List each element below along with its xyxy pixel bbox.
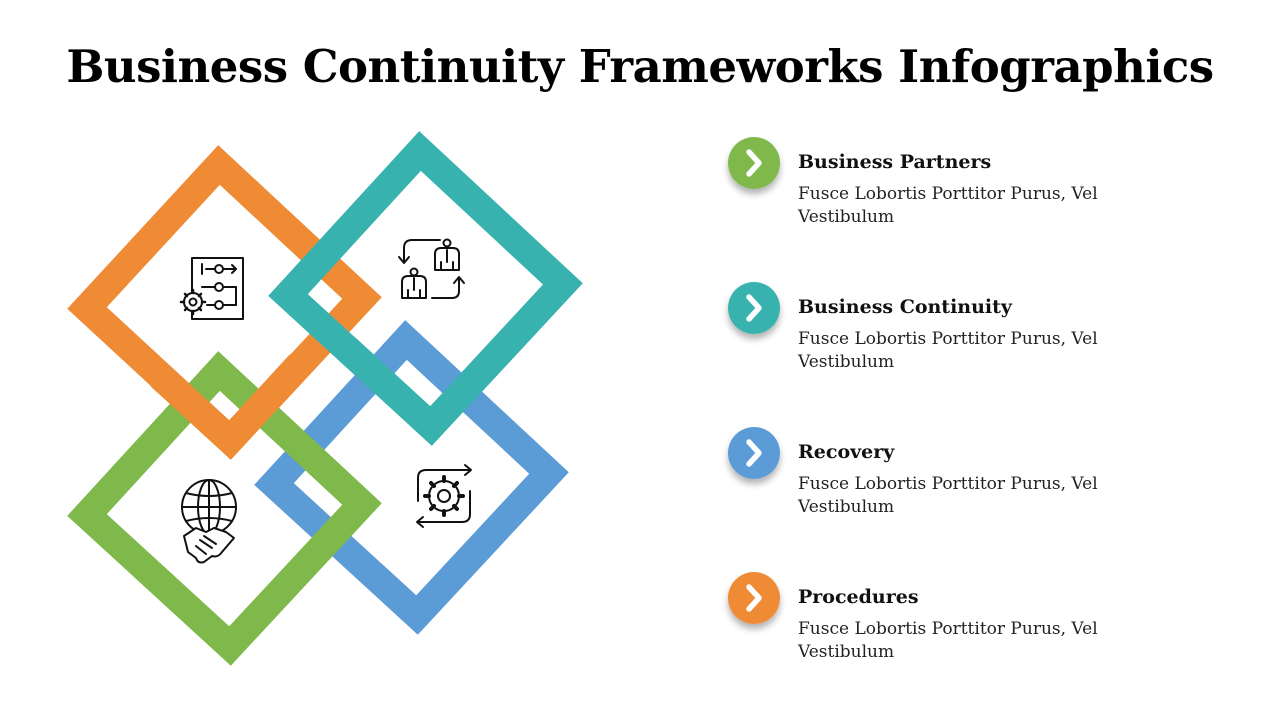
item-description: Fusce Lobortis Porttitor Purus, Vel Vest…: [798, 619, 1098, 662]
item-description: Fusce Lobortis Porttitor Purus, Vel Vest…: [798, 184, 1098, 227]
item-title: Procedures: [798, 586, 919, 608]
item-description: Fusce Lobortis Porttitor Purus, Vel Vest…: [798, 329, 1098, 372]
page-title: Business Continuity Frameworks Infograph…: [66, 40, 1214, 93]
badge-business-partners: [728, 137, 780, 189]
diamond-frames-diagram: [67, 131, 583, 666]
chevron-right-icon: [728, 572, 780, 624]
gear-cycle-icon: [416, 464, 472, 528]
chevron-right-icon: [728, 427, 780, 479]
badge-business-continuity: [728, 282, 780, 334]
item-title: Recovery: [798, 441, 895, 463]
list-item-business-continuity: Business Continuity Fusce Lobortis Portt…: [728, 282, 1148, 382]
item-title: Business Continuity: [798, 296, 1012, 318]
diamond-frame-blue: [254, 320, 569, 635]
list-item-business-partners: Business Partners Fusce Lobortis Porttit…: [728, 137, 1148, 237]
workflow-process-icon: [179, 257, 244, 320]
people-exchange-icon: [398, 238, 465, 299]
chevron-right-icon: [728, 137, 780, 189]
chevron-right-icon: [728, 282, 780, 334]
list-item-procedures: Procedures Fusce Lobortis Porttitor Puru…: [728, 572, 1148, 672]
diamond-frame-orange-overlap: [150, 354, 311, 460]
list-item-recovery: Recovery Fusce Lobortis Porttitor Purus,…: [728, 427, 1148, 527]
item-description: Fusce Lobortis Porttitor Purus, Vel Vest…: [798, 474, 1098, 517]
diamond-frame-green: [67, 351, 382, 666]
badge-recovery: [728, 427, 780, 479]
diamond-frame-teal-overlap: [335, 281, 567, 446]
badge-procedures: [728, 572, 780, 624]
diamond-frame-orange: [67, 145, 382, 460]
item-title: Business Partners: [798, 151, 992, 173]
globe-handshake-icon: [181, 479, 237, 564]
